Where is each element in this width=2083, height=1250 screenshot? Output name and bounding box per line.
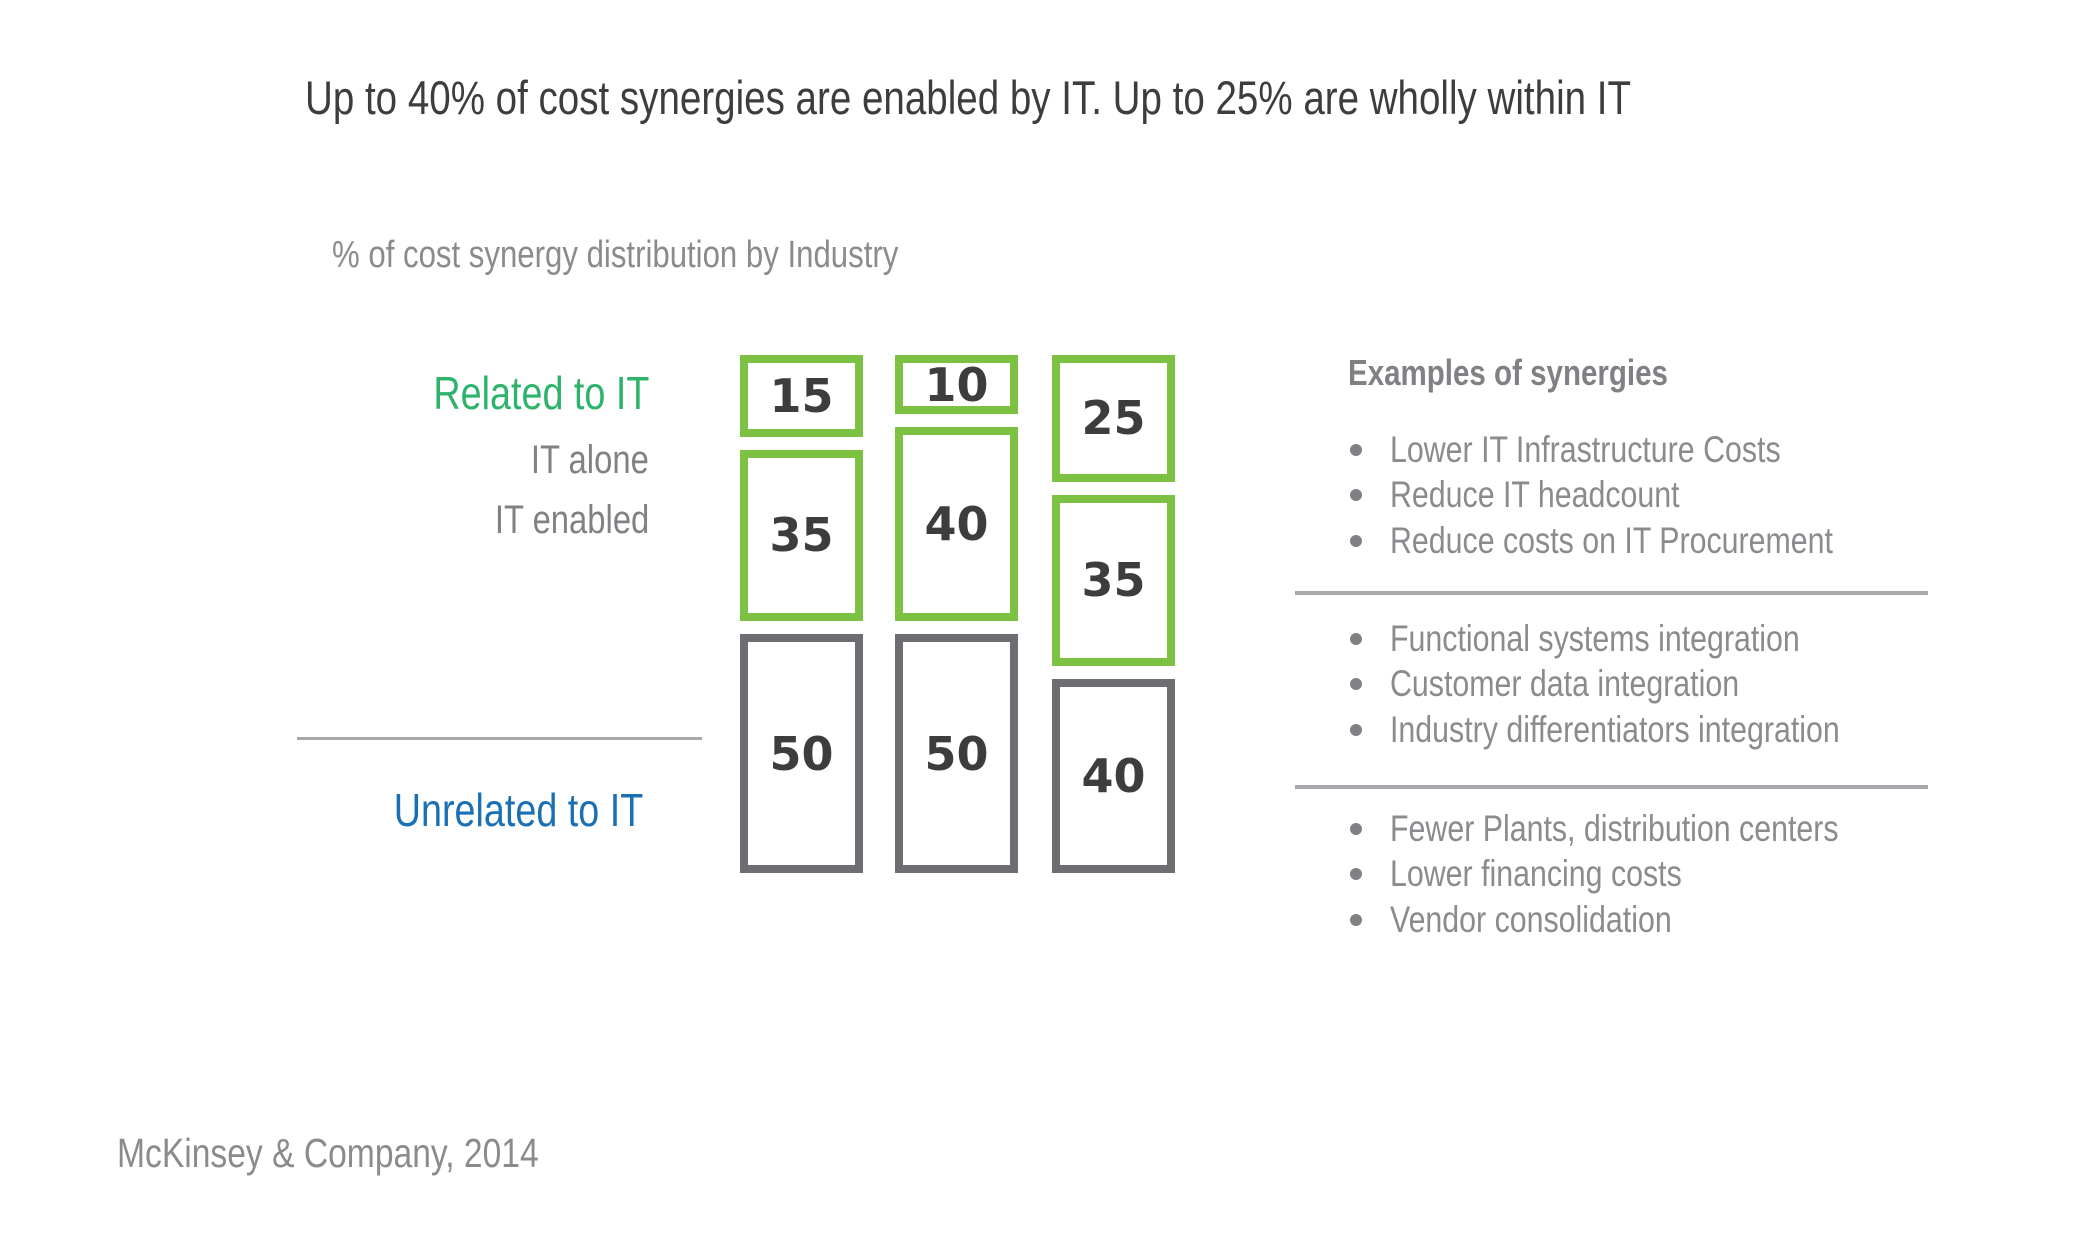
segment-it-enabled-col2: 40 [895,427,1018,621]
bullet-icon [1350,868,1362,881]
segment-unrelated-to-it-col3: 40 [1052,679,1175,873]
list-item: Lower financing costs [1350,852,1937,898]
list-item: Functional systems integration [1350,616,1938,662]
source-footer: McKinsey & Company, 2014 [117,1130,539,1176]
bullet-icon [1350,822,1362,835]
list-item-text: Lower financing costs [1390,853,1682,895]
segment-value: 50 [924,726,989,781]
list-item-text: Fewer Plants, distribution centers [1390,807,1839,849]
segment-value: 25 [1081,391,1146,446]
label-it-enabled: IT enabled [494,498,649,542]
bullet-icon [1350,443,1362,456]
list-item-text: Customer data integration [1390,663,1740,705]
segment-it-enabled-col3: 35 [1052,494,1175,666]
label-unrelated-to-it: Unrelated to IT [393,784,643,836]
segment-value: 35 [1081,553,1146,608]
segment-it-enabled-col1: 35 [740,449,863,621]
divider [1295,591,1928,595]
list-item: Lower IT Infrastructure Costs [1350,427,1930,473]
segment-value: 40 [924,497,989,551]
segment-value: 40 [1081,749,1146,803]
examples-heading: Examples of synergies [1348,352,1668,393]
list-item: Reduce costs on IT Procurement [1350,518,1930,564]
list-item: Fewer Plants, distribution centers [1350,806,1937,852]
divider [1295,785,1928,789]
list-item-text: Reduce costs on IT Procurement [1390,519,1833,561]
bullet-icon [1350,913,1362,926]
list-item-text: Industry differentiators integration [1390,708,1840,750]
list-item: Industry differentiators integration [1350,707,1938,753]
segment-value: 50 [769,726,834,781]
bullet-icon [1350,678,1362,691]
list-item-text: Functional systems integration [1390,617,1800,659]
label-it-alone: IT alone [531,438,649,482]
segment-it-alone-col3: 25 [1052,355,1175,482]
segment-value: 15 [769,368,834,423]
list-item-text: Vendor consolidation [1390,898,1672,940]
list-item: Reduce IT headcount [1350,473,1930,519]
list-item: Customer data integration [1350,662,1938,708]
segment-unrelated-to-it-col2: 50 [895,634,1018,873]
segment-it-alone-col1: 15 [740,355,863,437]
list-item: Vendor consolidation [1350,897,1937,943]
segment-value: 35 [769,508,834,563]
chart-subtitle: % of cost synergy distribution by Indust… [332,234,899,276]
bullet-icon [1350,534,1362,547]
label-related-to-it: Related to IT [433,367,649,419]
bullet-icon [1350,489,1362,502]
list-item-text: Reduce IT headcount [1390,474,1680,516]
bullet-icon [1350,723,1362,736]
segment-value: 10 [924,357,989,412]
page-title: Up to 40% of cost synergies are enabled … [305,71,1632,124]
segment-unrelated-to-it-col1: 50 [740,634,863,873]
divider [297,737,702,740]
bullet-icon [1350,632,1362,645]
list-item-text: Lower IT Infrastructure Costs [1390,428,1781,470]
segment-it-alone-col2: 10 [895,355,1018,414]
